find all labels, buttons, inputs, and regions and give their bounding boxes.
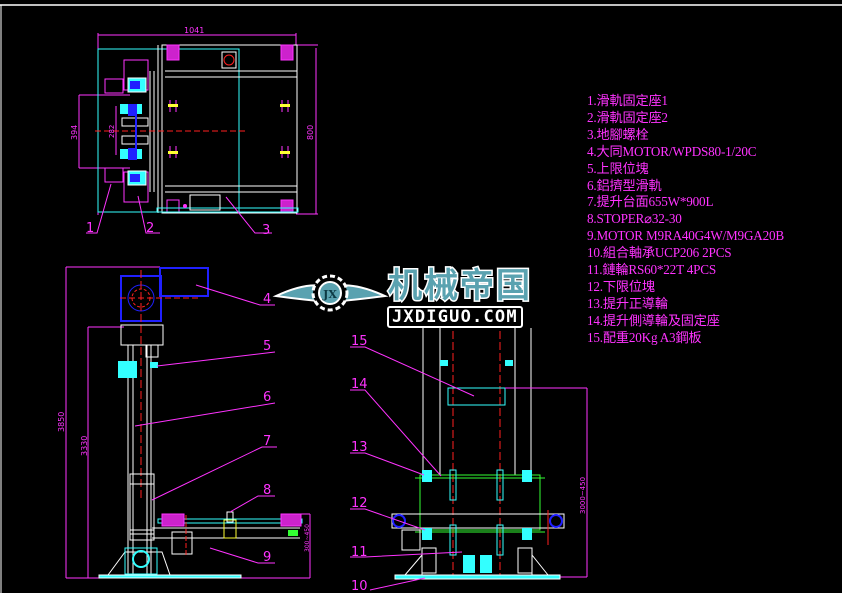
- callout-7: 7: [263, 434, 271, 449]
- callout-8: 8: [263, 483, 271, 498]
- callout-1: 1: [86, 221, 94, 236]
- part-3: 3.地腳螺栓: [587, 126, 649, 142]
- drawing-frame: [0, 4, 842, 593]
- part-4: 4.大同MOTOR/WPDS80-1/20C: [587, 143, 757, 159]
- callout-5: 5: [263, 339, 271, 354]
- callout-9: 9: [263, 550, 271, 565]
- part-2: 2.滑軌固定座2: [587, 109, 668, 125]
- watermark-cn: 机械帝国: [387, 265, 532, 308]
- callout-12: 12: [351, 496, 368, 511]
- part-9: 9.MOTOR M9RA40G4W/M9GA20B: [587, 228, 784, 244]
- part-13: 13.提升正導輪: [587, 295, 668, 311]
- callout-4: 4: [263, 292, 271, 307]
- part-15: 15.配重20Kg A3鋼板: [587, 329, 702, 345]
- part-7: 7.提升台面655W*900L: [587, 194, 714, 210]
- svg-text:JX: JX: [322, 288, 337, 301]
- part-11: 11.鏈輪RS60*22T 4PCS: [587, 262, 717, 278]
- dim-3330: 3330: [80, 436, 89, 456]
- dim-394: 394: [70, 125, 79, 140]
- callout-11: 11: [351, 545, 368, 560]
- callout-3: 3: [262, 223, 270, 238]
- callout-6: 6: [263, 390, 271, 405]
- part-12: 12.下限位塊: [587, 278, 655, 294]
- part-6: 6.鋁擠型滑軌: [587, 177, 662, 193]
- callout-15: 15: [351, 334, 368, 349]
- callout-13: 13: [351, 440, 368, 455]
- dim-282: 282: [108, 125, 116, 138]
- watermark: 机械帝国 JXDIGUO.COM: [275, 262, 575, 332]
- front-view: [350, 320, 588, 591]
- top-view: [78, 33, 318, 234]
- part-8: 8.STOPER⌀32-30: [587, 211, 682, 227]
- callout-14: 14: [351, 377, 368, 392]
- dim-300-450: 300~450: [304, 524, 311, 552]
- callout-10: 10: [351, 579, 368, 593]
- side-view: [65, 266, 311, 579]
- dim-3850: 3850: [57, 412, 66, 432]
- callout-2: 2: [146, 221, 154, 236]
- dim-width-1041: 1041: [184, 26, 204, 35]
- part-10: 10.組合軸承UCP206 2PCS: [587, 245, 732, 261]
- part-14: 14.提升側導輪及固定座: [587, 312, 720, 328]
- part-1: 1.滑軌固定座1: [587, 93, 668, 108]
- parts-list: 1.滑軌固定座1 2.滑軌固定座2 3.地腳螺栓 4.大同MOTOR/WPDS8…: [587, 93, 784, 347]
- dim-3000-450: 3000~450: [579, 477, 587, 514]
- watermark-url: JXDIGUO.COM: [387, 306, 523, 328]
- watermark-emblem-icon: JX: [272, 274, 389, 312]
- dim-depth-800: 800: [306, 125, 315, 140]
- part-5: 5.上限位塊: [587, 160, 649, 176]
